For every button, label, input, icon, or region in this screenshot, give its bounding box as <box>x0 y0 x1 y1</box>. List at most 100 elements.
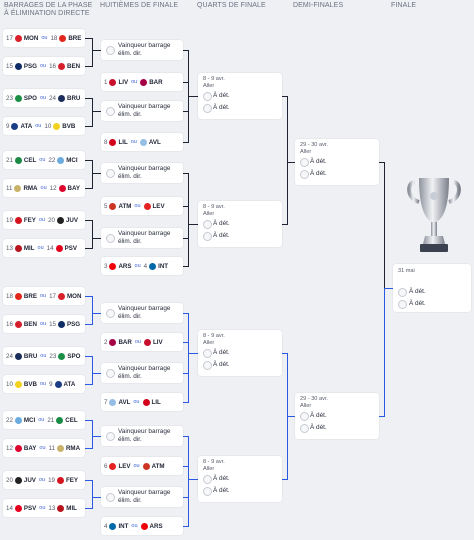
winner-card[interactable] <box>101 163 183 183</box>
bracket-line <box>287 162 295 163</box>
match-card[interactable] <box>3 411 85 429</box>
match-leg: Aller <box>203 211 215 217</box>
bracket-line <box>92 220 93 249</box>
match-card[interactable] <box>3 287 85 305</box>
match-card[interactable] <box>3 439 85 457</box>
bracket-line <box>183 206 189 207</box>
winner-card[interactable] <box>101 363 183 383</box>
match-card[interactable] <box>101 197 183 215</box>
ou-label: ou <box>41 35 48 41</box>
match-date: 29 - 30 avr. <box>300 396 328 402</box>
match-card[interactable] <box>3 29 85 47</box>
team-seed: 20 <box>6 476 13 484</box>
match-card[interactable] <box>3 375 85 393</box>
ou-label: ou <box>134 263 141 269</box>
match-card[interactable] <box>3 117 85 135</box>
qf-card[interactable] <box>198 73 282 119</box>
team-tbd: À dét. <box>213 487 230 494</box>
bracket-line <box>183 497 189 498</box>
match-card[interactable] <box>101 457 183 475</box>
bracket-line <box>92 373 101 374</box>
match-card[interactable] <box>3 211 85 229</box>
team-logo-icon <box>58 184 66 192</box>
match-card[interactable] <box>3 499 85 517</box>
qf-card[interactable] <box>198 456 282 502</box>
match-card[interactable] <box>101 393 183 411</box>
team-seed: 9 <box>6 122 10 130</box>
team-seed: 3 <box>104 262 108 270</box>
match-card[interactable] <box>3 471 85 489</box>
match-card[interactable] <box>101 257 183 275</box>
bracket-line <box>92 356 93 385</box>
sf-card[interactable] <box>295 139 379 185</box>
match-card[interactable] <box>3 347 85 365</box>
match-card[interactable] <box>3 89 85 107</box>
ou-label: ou <box>38 417 45 423</box>
winner-card[interactable] <box>101 303 183 323</box>
bracket-line <box>183 142 189 143</box>
team-logo-icon <box>109 262 117 270</box>
match-card[interactable] <box>3 151 85 169</box>
team-logo-icon <box>14 94 22 102</box>
match-card[interactable] <box>3 315 85 333</box>
header-quarts: QUARTS DE FINALE <box>197 2 266 9</box>
qf-card[interactable] <box>198 201 282 247</box>
team-logo-icon <box>55 244 63 252</box>
winner-card[interactable] <box>101 40 183 60</box>
team-seed: 19 <box>6 216 13 224</box>
match-card[interactable] <box>101 333 183 351</box>
match-card[interactable] <box>3 57 85 75</box>
team-seed: 4 <box>143 262 148 270</box>
match-card[interactable] <box>3 179 85 197</box>
team-abbr: LIL <box>118 138 128 146</box>
bracket-line <box>92 436 101 437</box>
sf-card[interactable] <box>295 393 379 439</box>
team-logo-icon <box>14 476 22 484</box>
team-logo-icon <box>14 504 22 512</box>
trophy-icon <box>407 178 461 252</box>
bracket-line <box>183 313 189 314</box>
placeholder-circle <box>300 412 309 421</box>
team-abbr: LEV <box>152 202 165 210</box>
bracket-line <box>282 479 288 480</box>
winner-card[interactable] <box>101 426 183 446</box>
winner-label: Vainqueur barrage élim. dir. <box>118 165 171 180</box>
winner-label: Vainqueur barrage élim. dir. <box>118 305 171 320</box>
bracket-line <box>85 126 93 127</box>
winner-card[interactable] <box>101 228 183 248</box>
team-abbr: PSV <box>23 504 37 512</box>
winner-card[interactable] <box>101 101 183 121</box>
winner-card[interactable] <box>101 487 183 507</box>
team-logo-icon <box>109 522 117 530</box>
ou-label: ou <box>39 381 47 387</box>
match-card[interactable] <box>3 239 85 257</box>
qf-card[interactable] <box>198 330 282 376</box>
team-abbr: ATA <box>63 380 76 388</box>
team-abbr: SPO <box>23 94 37 102</box>
team-logo-icon <box>109 338 117 346</box>
